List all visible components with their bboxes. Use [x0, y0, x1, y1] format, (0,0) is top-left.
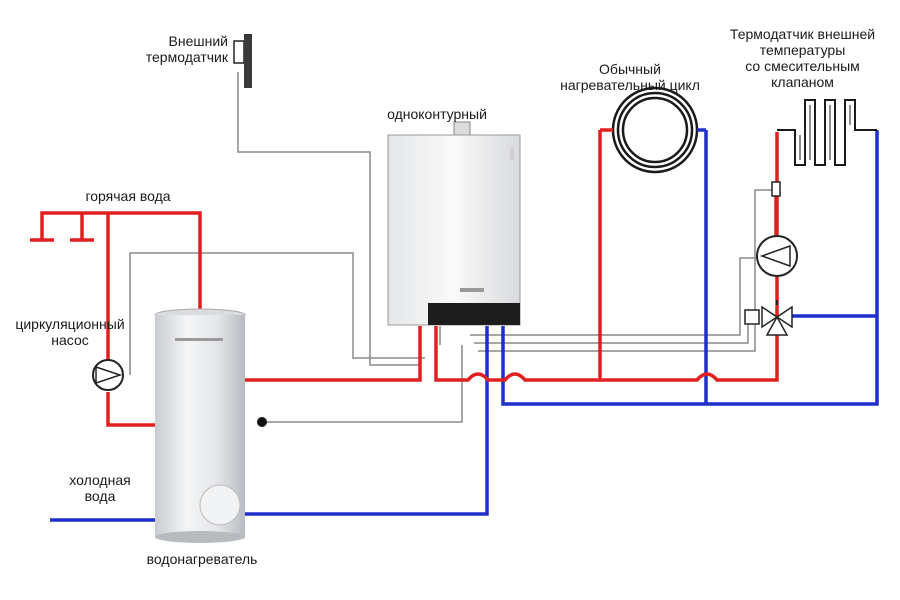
tank-sensor	[257, 417, 267, 427]
heating-cycle-label: Обычный нагревательный цикл	[560, 61, 700, 93]
cold-pipes	[50, 130, 879, 522]
circulation-pump-label: циркуляционный насос	[15, 316, 125, 348]
boiler-label: одноконтурный	[387, 106, 487, 122]
outdoor-sensor-label: Внешний термодатчик	[145, 33, 228, 65]
hot-water-label: горячая вода	[85, 188, 171, 204]
boiler-unit	[387, 121, 521, 326]
water-heater-label: водонагреватель	[146, 551, 258, 567]
hot-pipes	[40, 130, 779, 427]
mixing-radiator	[777, 99, 877, 166]
heating-circuit	[600, 86, 706, 174]
mixing-sensor-label: Термодатчик внешней температуры со смеси…	[729, 26, 876, 90]
circulation-pump	[92, 359, 124, 391]
mixing-sensor	[771, 181, 781, 197]
water-heater-tank	[154, 308, 267, 543]
mixing-pump	[756, 235, 798, 277]
outdoor-sensor	[233, 34, 252, 88]
mixing-valve	[744, 300, 793, 336]
signal-wires	[129, 72, 775, 423]
cold-water-label: холодная вода	[69, 472, 131, 504]
